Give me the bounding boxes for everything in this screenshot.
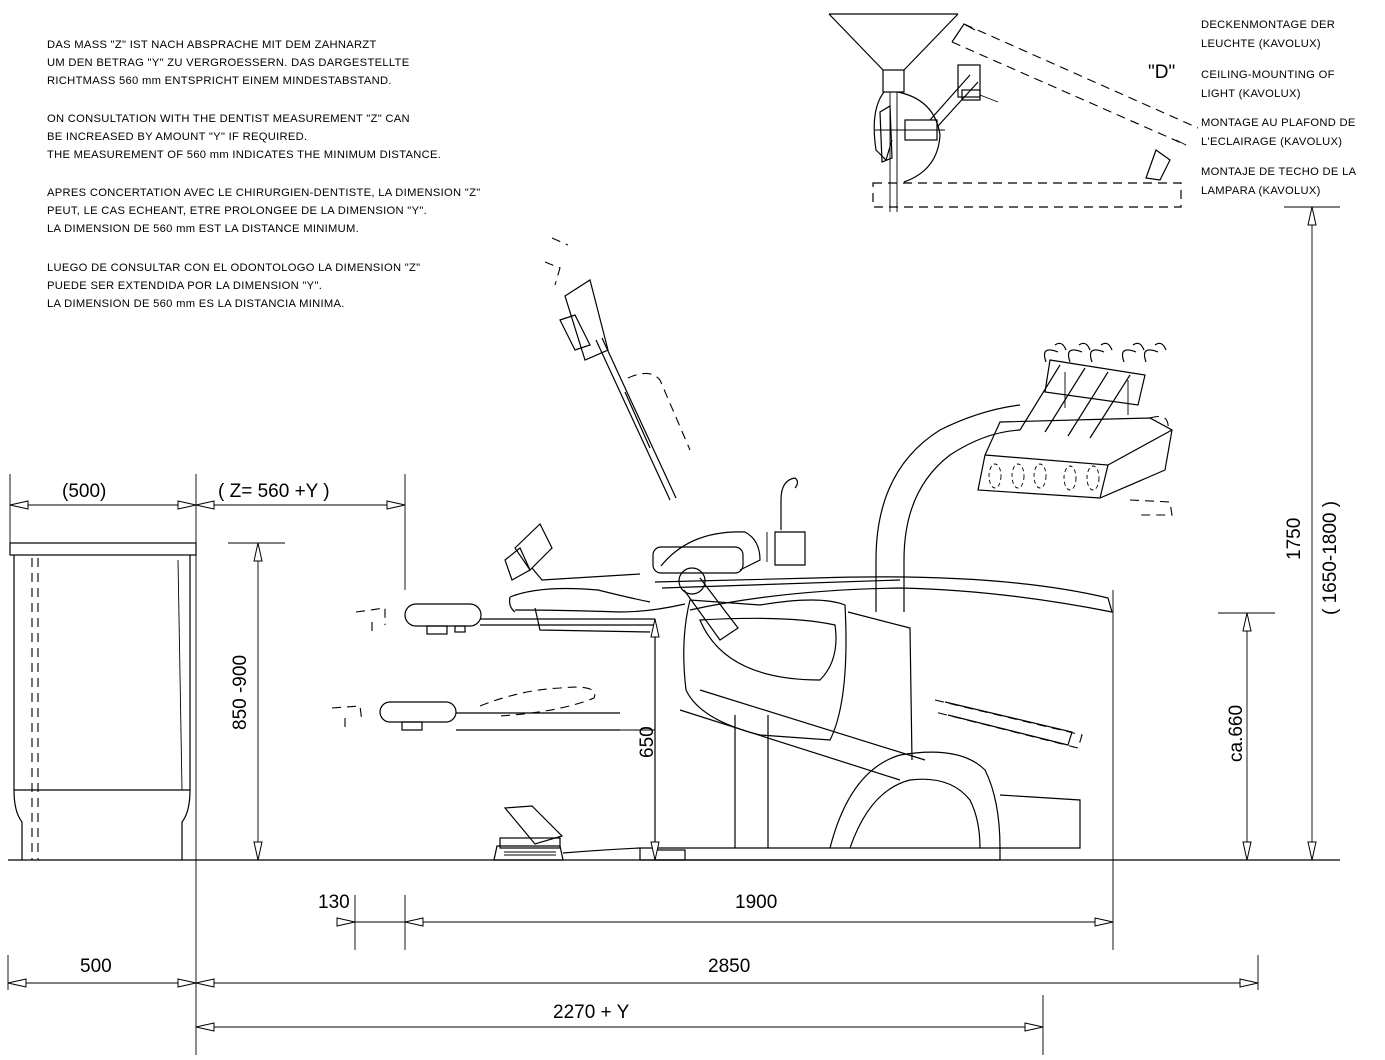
- dim-z: ( Z= 560 +Y ): [218, 481, 330, 502]
- dim-tray-height: ca.660: [1226, 705, 1247, 762]
- dimension-lines: (500) ( Z= 560 +Y ) 850 -900 650 ca.660 …: [7, 206, 1341, 1055]
- note-en-3: THE MEASUREMENT OF 560 mm INDICATES THE …: [47, 149, 441, 161]
- note-fr-1: APRES CONCERTATION AVEC LE CHIRURGIEN-DE…: [47, 187, 480, 199]
- dim-1900: 1900: [735, 892, 777, 913]
- ceiling-mount-notes: DECKENMONTAGE DER LEUCHTE (KAVOLUX) CEIL…: [1148, 19, 1357, 197]
- instrument-delivery-unit: [875, 342, 1173, 612]
- ceiling-note-6: L'ECLAIRAGE (KAVOLUX): [1201, 136, 1342, 148]
- ceiling-note-2: LEUCHTE (KAVOLUX): [1201, 38, 1321, 50]
- ceiling-note-7: MONTAJE DE TECHO DE LA: [1201, 166, 1357, 178]
- installation-notes: DAS MASS "Z" IST NACH ABSPRACHE MIT DEM …: [47, 39, 480, 310]
- note-es-3: LA DIMENSION DE 560 mm ES LA DISTANCIA M…: [47, 298, 345, 310]
- note-de-3: RICHTMASS 560 mm ENTSPRICHT EINEM MINDES…: [47, 75, 392, 87]
- note-de-2: UM DEN BETRAG "Y" ZU VERGROESSERN. DAS D…: [47, 57, 409, 69]
- label-d: "D": [1148, 62, 1175, 83]
- cabinet: [9, 542, 197, 860]
- ceiling-note-5: MONTAGE AU PLAFOND DE: [1201, 117, 1356, 129]
- foot-control: [493, 805, 641, 861]
- dental-chair: [331, 237, 1113, 861]
- ceiling-note-4: LIGHT (KAVOLUX): [1201, 88, 1301, 100]
- note-en-2: BE INCREASED BY AMOUNT "Y" IF REQUIRED.: [47, 131, 307, 143]
- dim-500: 500: [80, 956, 112, 977]
- dim-130: 130: [318, 892, 350, 913]
- dim-light-range: ( 1650-1800 ): [1320, 501, 1341, 615]
- dim-2850: 2850: [708, 956, 750, 977]
- ceiling-note-1: DECKENMONTAGE DER: [1201, 19, 1335, 31]
- dim-2270-y: 2270 + Y: [553, 1002, 630, 1023]
- note-en-1: ON CONSULTATION WITH THE DENTIST MEASURE…: [47, 113, 410, 125]
- dim-seat-height: 650: [637, 726, 658, 758]
- note-es-1: LUEGO DE CONSULTAR CON EL ODONTOLOGO LA …: [47, 262, 420, 274]
- ceiling-note-3: CEILING-MOUNTING OF: [1201, 69, 1335, 81]
- note-de-1: DAS MASS "Z" IST NACH ABSPRACHE MIT DEM …: [47, 39, 377, 51]
- note-fr-3: LA DIMENSION DE 560 mm EST LA DISTANCE M…: [47, 223, 359, 235]
- ceiling-note-8: LAMPARA (KAVOLUX): [1201, 185, 1321, 197]
- ceiling-light-mount: [828, 13, 1199, 212]
- dim-cabinet-height: 850 -900: [230, 655, 251, 730]
- note-es-2: PUEDE SER EXTENDIDA POR LA DIMENSION "Y"…: [47, 280, 322, 292]
- dim-light-height: 1750: [1284, 518, 1305, 560]
- dim-cabinet-width: (500): [62, 481, 106, 502]
- note-fr-2: PEUT, LE CAS ECHEANT, ETRE PROLONGEE DE …: [47, 205, 427, 217]
